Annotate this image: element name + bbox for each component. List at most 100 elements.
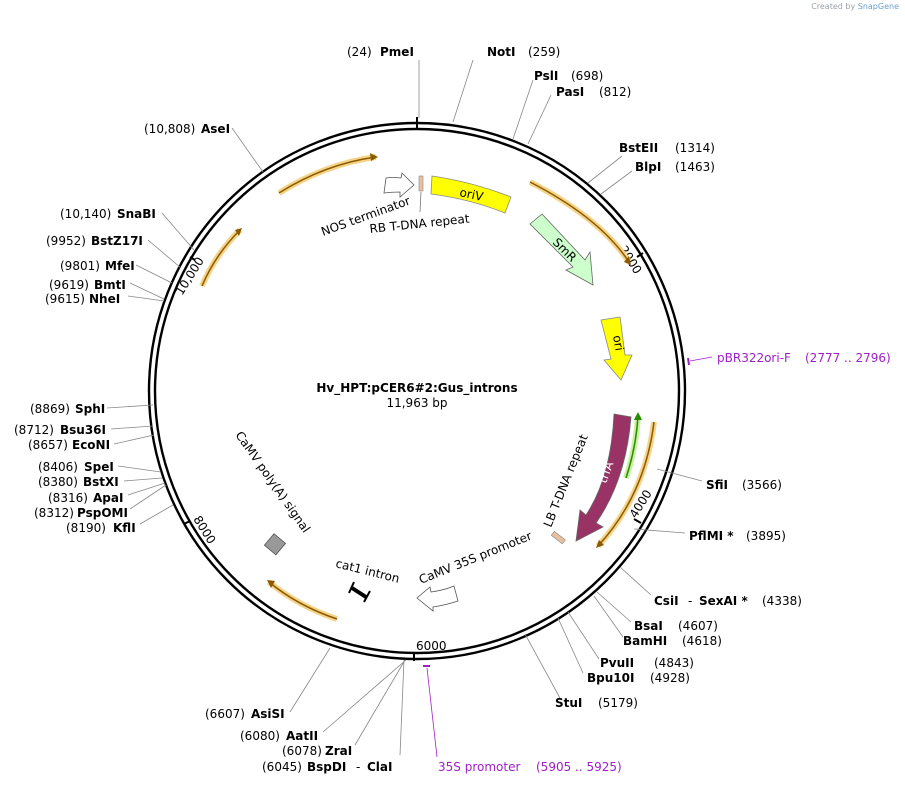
- enzyme-pos-blpi: (1463): [675, 160, 715, 174]
- primer-pbr322ori-leader: [689, 356, 713, 362]
- enzyme-name-pasi[interactable]: PasI: [556, 85, 584, 99]
- orf-arrowhead-3: [235, 228, 242, 236]
- feature-label-oriv: oriV: [458, 185, 485, 204]
- leader-bsu36i: [110, 425, 154, 430]
- enzyme-name-csii[interactable]: CsiI: [654, 594, 679, 608]
- enzyme-name-pflmi[interactable]: PflMI *: [689, 529, 734, 543]
- leader-asisi: [289, 647, 331, 713]
- enzyme-name-pspomi[interactable]: PspOMI: [77, 506, 128, 520]
- feature-smr-arrow[interactable]: [529, 213, 594, 286]
- enzyme-name-asisi[interactable]: AsiSI: [251, 707, 285, 721]
- enzyme-pos-csii: (4338): [762, 594, 802, 608]
- enzyme-name-aatii[interactable]: AatII: [286, 729, 318, 743]
- feature-trfa-arrow[interactable]: [575, 413, 632, 542]
- enzyme-name-pmei[interactable]: PmeI: [380, 45, 414, 59]
- orf-arc-green-line: [625, 415, 639, 479]
- leader-kfli: [139, 504, 174, 525]
- primer-name-35s-promoter[interactable]: 35S promoter: [438, 760, 520, 774]
- rb-leader: [419, 191, 422, 213]
- enzyme-name-blpi[interactable]: BlpI: [635, 160, 661, 174]
- tick-marks: [183, 117, 644, 661]
- enzyme-pos-bstz17i: (9952): [46, 234, 86, 248]
- orf-arc-3: [199, 227, 243, 288]
- enzyme-name-clai[interactable]: ClaI: [367, 760, 392, 774]
- plasmid-name: Hv_HPT:pCER6#2:Gus_introns: [316, 381, 517, 396]
- feature-label-ori: ori: [610, 334, 626, 352]
- leader-noti: [452, 59, 474, 123]
- leader-aatii: [322, 659, 407, 733]
- leader-csii: [619, 566, 652, 596]
- feature-cat1-intron-cap1: [348, 581, 355, 594]
- feature-ori-arrow[interactable]: [600, 316, 633, 381]
- enzyme-name-bsai[interactable]: BsaI: [634, 619, 663, 633]
- enzyme-name-noti[interactable]: NotI: [487, 45, 516, 59]
- enzyme-pos-bsai: (4607): [678, 619, 718, 633]
- primer-name-pbr322ori-f[interactable]: pBR322ori-F: [717, 351, 791, 365]
- enzyme-name-bstxi[interactable]: BstXI: [83, 475, 119, 489]
- snapgene-logo-text: SnapGene: [857, 2, 899, 11]
- enzyme-name-snabi[interactable]: SnaBI: [117, 207, 156, 221]
- feature-label-camv-35s: CaMV 35S promoter: [417, 529, 534, 587]
- enzyme-name-bsteii[interactable]: BstEII: [619, 141, 658, 155]
- orf-arc-1-line: [278, 156, 377, 194]
- enzyme-pos-bpu10i: (4928): [650, 671, 690, 685]
- feature-camv-35s-arrow[interactable]: [416, 585, 459, 612]
- feature-rb-tdna-repeat[interactable]: [418, 175, 424, 192]
- enzyme-pos-sfii: (3566): [742, 478, 782, 492]
- leader-pasi: [527, 94, 552, 145]
- enzyme-name-bmti[interactable]: BmtI: [94, 278, 126, 292]
- enzyme-name-bpu10i[interactable]: Bpu10I: [587, 671, 634, 685]
- enzyme-name-pvuii[interactable]: PvuII: [600, 656, 634, 670]
- enzyme-name-apai[interactable]: ApaI: [93, 491, 123, 505]
- enzyme-pos-pmei: (24): [347, 45, 372, 59]
- enzyme-name-sphi[interactable]: SphI: [75, 402, 105, 416]
- feature-cat1-intron[interactable]: [350, 586, 368, 599]
- leader-bstxi: [123, 477, 163, 482]
- primer-range-35s-promoter: (5905 .. 5925): [536, 760, 622, 774]
- enzyme-name-kfli[interactable]: KflI: [113, 521, 136, 535]
- enzyme-pos-snabi: (10,140): [60, 207, 111, 221]
- enzyme-name-sfii[interactable]: SfiI: [706, 478, 728, 492]
- enzyme-name-asei[interactable]: AseI: [201, 122, 230, 136]
- enzyme-name-bsu36i[interactable]: Bsu36I: [60, 423, 106, 437]
- feature-cat1-intron-cap2: [363, 590, 371, 603]
- enzyme-pos-bmti: (9619): [49, 278, 89, 292]
- leader-bspdi: [399, 659, 405, 756]
- enzyme-name-bspdi[interactable]: BspDI: [307, 760, 346, 774]
- enzyme-name-nhei[interactable]: NheI: [89, 292, 120, 306]
- plasmid-size: 11,963 bp: [386, 396, 447, 410]
- orf-arrowhead-4: [596, 540, 604, 548]
- enzyme-name-sexai[interactable]: SexAI *: [699, 594, 748, 608]
- enzyme-name-econi[interactable]: EcoNI: [72, 438, 110, 452]
- enzyme-name-spei[interactable]: SpeI: [84, 460, 114, 474]
- leader-bmti: [129, 282, 165, 300]
- leader-bpu10i: [557, 617, 584, 674]
- leader-mfei: [135, 264, 173, 284]
- enzyme-pos-bsteii: (1314): [675, 141, 715, 155]
- tick-label-10000: 10,000: [173, 255, 207, 298]
- feature-lb-tdna-repeat[interactable]: [550, 530, 566, 545]
- leader-pspomi: [129, 484, 167, 510]
- feature-nos-terminator-arrow[interactable]: [383, 172, 415, 198]
- enzyme-pos-pasi: (812): [599, 85, 631, 99]
- orf-arc-5-line: [268, 581, 338, 620]
- enzyme-name-bamhi[interactable]: BamHI: [623, 634, 667, 648]
- enzyme-name-mfei[interactable]: MfeI: [105, 259, 135, 273]
- feature-camv-polya[interactable]: [263, 533, 287, 556]
- enzyme-pos-nhei: (9615): [45, 292, 85, 306]
- enzyme-pos-asisi: (6607): [205, 707, 245, 721]
- primer-range-pbr322ori-f: (2777 .. 2796): [805, 351, 891, 365]
- enzyme-pos-mfei: (9801): [60, 259, 100, 273]
- feature-label-camv-polya: CaMV poly(A) signal: [233, 429, 314, 536]
- enzyme-pos-bspdi: (6045): [262, 760, 302, 774]
- enzyme-pos-pspomi: (8312): [34, 506, 74, 520]
- enzyme-name-zrai[interactable]: ZraI: [325, 744, 352, 758]
- enzyme-name-stui[interactable]: StuI: [555, 696, 582, 710]
- enzyme-pos-pvuii: (4843): [654, 656, 694, 670]
- enzyme-name-psli[interactable]: PslI: [534, 69, 558, 83]
- feature-orivarrow[interactable]: [430, 175, 512, 214]
- orf-arc-2-line: [529, 181, 630, 263]
- snapgene-credit: Created by SnapGene: [811, 2, 899, 11]
- enzyme-name-bstz17i[interactable]: BstZ17I: [91, 234, 143, 248]
